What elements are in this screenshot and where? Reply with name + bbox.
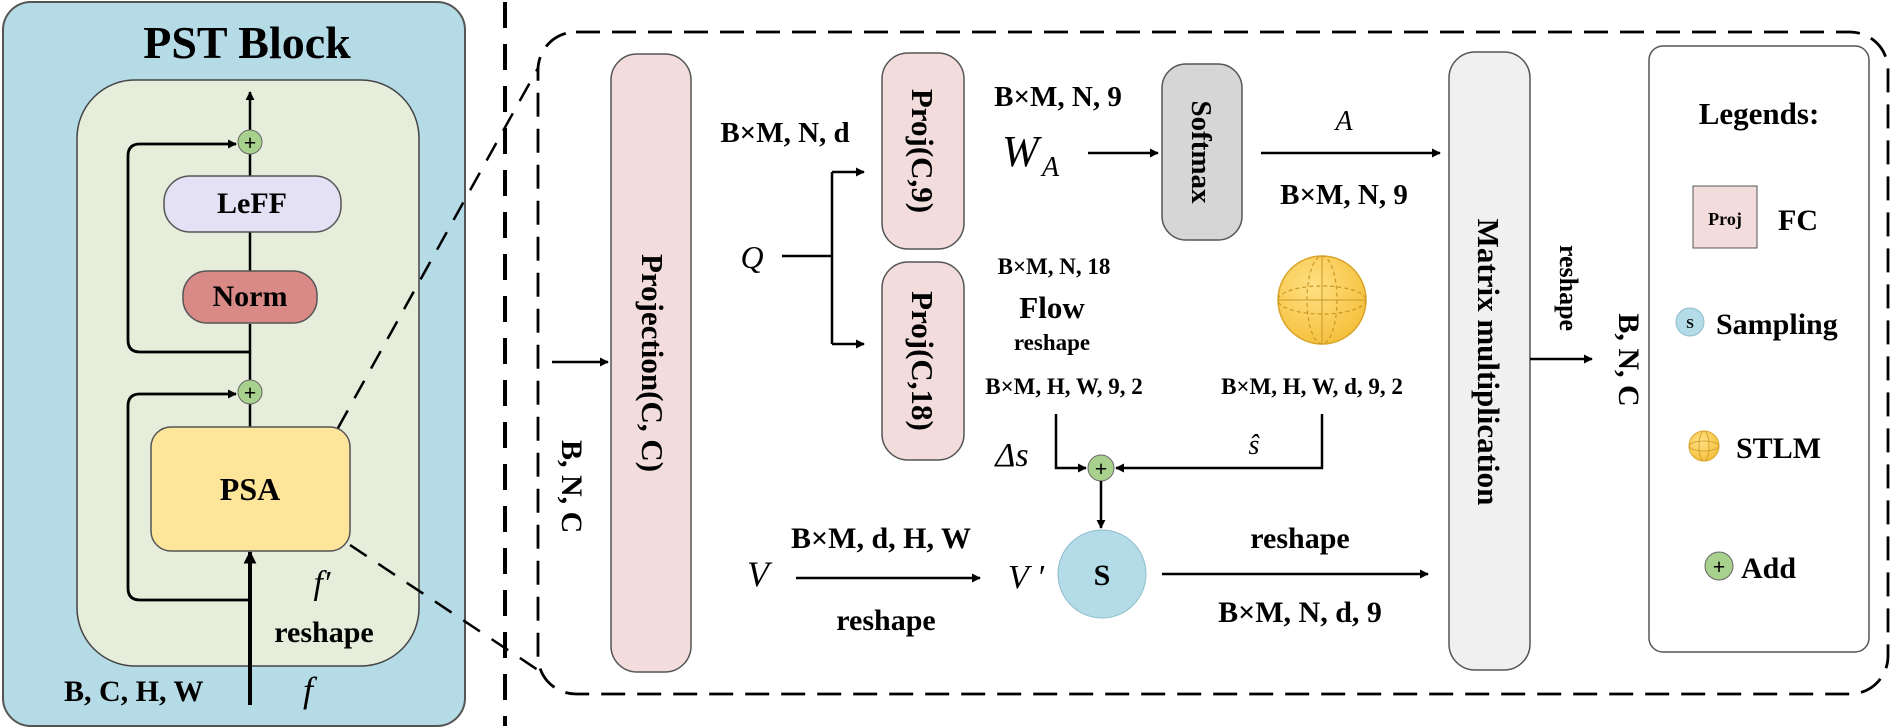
bmnd-label: B×M, N, d: [720, 117, 849, 149]
proj9-label: Proj(C,9): [905, 89, 940, 213]
q-label: Q: [740, 239, 763, 275]
legend-title: Legends:: [1699, 96, 1820, 131]
legend-sampling-icon-symbol: S: [1686, 317, 1694, 332]
bmn9-top-label: B×M, N, 9: [994, 81, 1122, 113]
s-hat-label: ŝ: [1249, 430, 1261, 461]
sampling-node: [1057, 529, 1147, 619]
proj18-box: [881, 261, 965, 461]
norm-label: Norm: [213, 280, 288, 313]
delta-s-path: [1054, 414, 1087, 473]
matmul-label: Matrix multiplication: [1471, 219, 1506, 506]
add-node-top: [237, 129, 263, 155]
add-node-bottom: [237, 379, 263, 405]
bmdhw-label: B×M, d, H, W: [791, 522, 971, 555]
legend-add-icon-symbol: +: [1713, 554, 1726, 579]
v-reshape-label: reshape: [836, 604, 935, 637]
a-label: A: [1333, 106, 1353, 137]
proj18-label: Proj(C,18): [905, 291, 940, 431]
add-node-offsets-symbol: +: [1095, 456, 1108, 481]
pst-block: PST Block + + LeFF Norm PSA f′ reshape B…: [2, 1, 466, 727]
bnc-output-label: B, N, C: [1612, 313, 1645, 406]
output-reshape-label: reshape: [1554, 245, 1583, 331]
matmul-box: [1448, 51, 1531, 671]
bmhwd92-label: B×M, H, W, d, 9, 2: [1221, 374, 1403, 399]
legend-add-label: Add: [1741, 552, 1796, 585]
proj9-box: [881, 52, 965, 250]
leff-box: [163, 175, 342, 233]
wa-label: W: [1002, 127, 1042, 176]
stlm-sphere-icon: [1277, 255, 1367, 345]
norm-box: [182, 270, 318, 324]
sampling-reshape-label: reshape: [1250, 522, 1349, 555]
legend-stlm-icon: [1688, 430, 1720, 462]
bmnd9-label: B×M, N, d, 9: [1218, 596, 1382, 629]
legend-stlm-label: STLM: [1736, 432, 1821, 465]
pst-block-title: PST Block: [143, 17, 351, 68]
wa-subscript: A: [1040, 152, 1060, 183]
legend-add-icon: [1704, 551, 1734, 581]
add-node-top-symbol: +: [244, 130, 257, 155]
skip-connection-bottom: [126, 389, 250, 602]
flow-label: Flow: [1019, 290, 1085, 325]
projection-label: Projection(C, C): [635, 254, 670, 472]
v-label: V: [747, 554, 773, 594]
v-prime-label: V ′: [1008, 559, 1045, 596]
legend-proj-icon-label: Proj: [1708, 209, 1742, 229]
bmn9-right-label: B×M, N, 9: [1280, 179, 1408, 211]
psa-detail-frame: [536, 30, 1890, 696]
bchw-label: B, C, H, W: [64, 675, 203, 708]
bmhw92-label: B×M, H, W, 9, 2: [985, 374, 1143, 399]
legend-fc-label: FC: [1778, 204, 1818, 237]
legend-proj-icon: [1692, 185, 1758, 249]
delta-s-label: Δs: [993, 437, 1028, 474]
flow-reshape-label: reshape: [1014, 330, 1090, 355]
bnc-input-label: B, N, C: [555, 440, 588, 533]
psa-box: [150, 426, 351, 552]
psa-detail: B, N, C Projection(C, C) Q B×M, N, d Pro…: [536, 30, 1890, 696]
psa-label: PSA: [220, 471, 280, 507]
softmax-box: [1161, 63, 1243, 241]
q-branch: [782, 172, 834, 344]
zoom-connector-bottom: [349, 543, 539, 672]
zoom-connector-top: [336, 67, 540, 429]
legend-sampling-icon: [1675, 307, 1705, 337]
softmax-label: Softmax: [1185, 100, 1217, 204]
add-node-bottom-symbol: +: [244, 380, 257, 405]
projection-box: [610, 53, 692, 673]
skip-connection-top: [126, 139, 250, 354]
bmn18-label: B×M, N, 18: [998, 254, 1111, 279]
legend-sampling-label: Sampling: [1716, 308, 1838, 341]
reshape-label-left: reshape: [274, 616, 373, 649]
leff-label: LeFF: [217, 187, 287, 220]
s-hat-path: [1115, 414, 1324, 473]
sampling-node-symbol: S: [1094, 559, 1111, 592]
f-prime-label: f′: [314, 565, 331, 602]
